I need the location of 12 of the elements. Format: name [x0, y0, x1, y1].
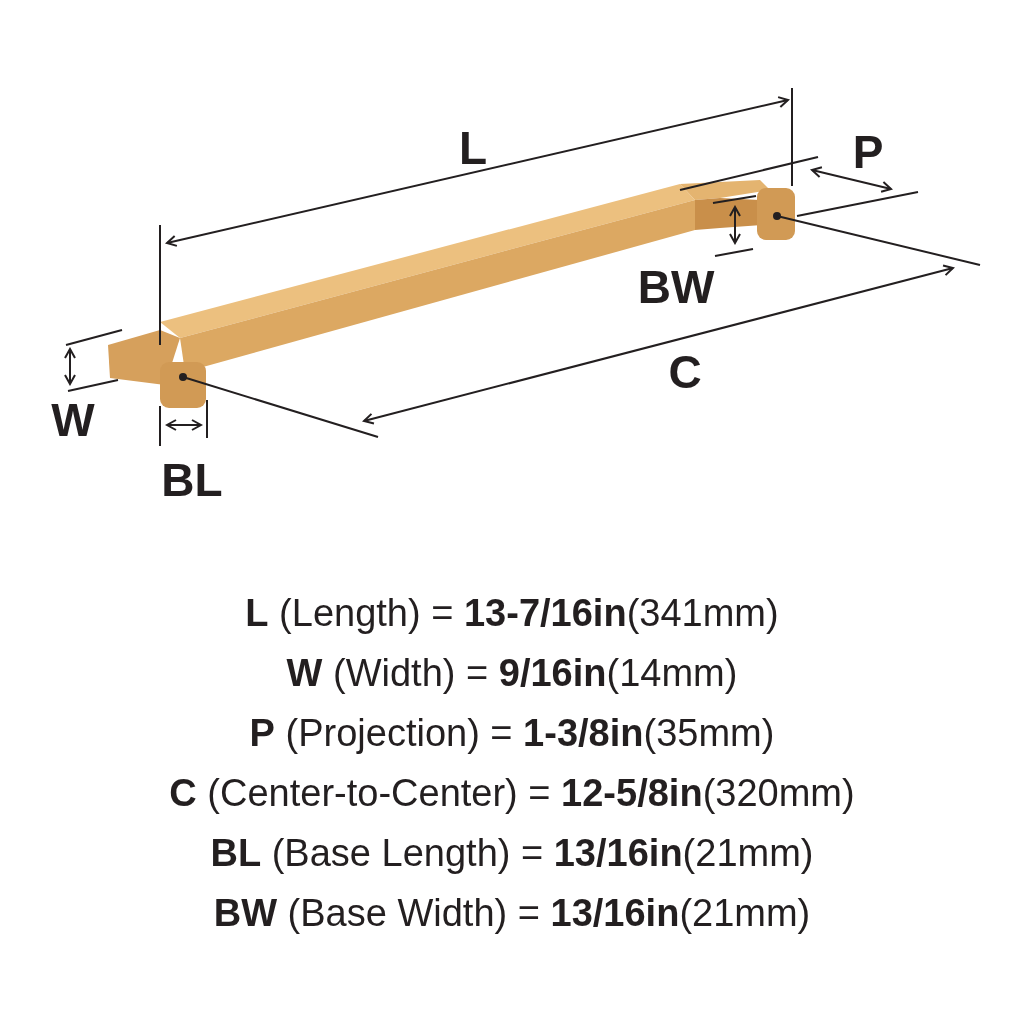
dimension-spec: BL (Base Length) = 13/16in(21mm) — [210, 832, 814, 874]
dimension-spec: W (Width) = 9/16in(14mm) — [286, 652, 738, 694]
dimension-spec: C (Center-to-Center) = 12-5/8in(320mm) — [169, 772, 855, 814]
dimension-spec: P (Projection) = 1-3/8in(35mm) — [249, 712, 775, 754]
dimension-label: W — [51, 397, 95, 443]
dimension-spec: BW (Base Width) = 13/16in(21mm) — [213, 892, 811, 934]
dimension-spec: L (Length) = 13-7/16in(341mm) — [245, 592, 779, 634]
dimension-label: C — [668, 349, 702, 395]
dimension-label: L — [458, 125, 488, 171]
dimension-label: BL — [161, 457, 223, 503]
dimension-label: P — [852, 129, 884, 175]
dimension-label: BW — [637, 264, 715, 310]
